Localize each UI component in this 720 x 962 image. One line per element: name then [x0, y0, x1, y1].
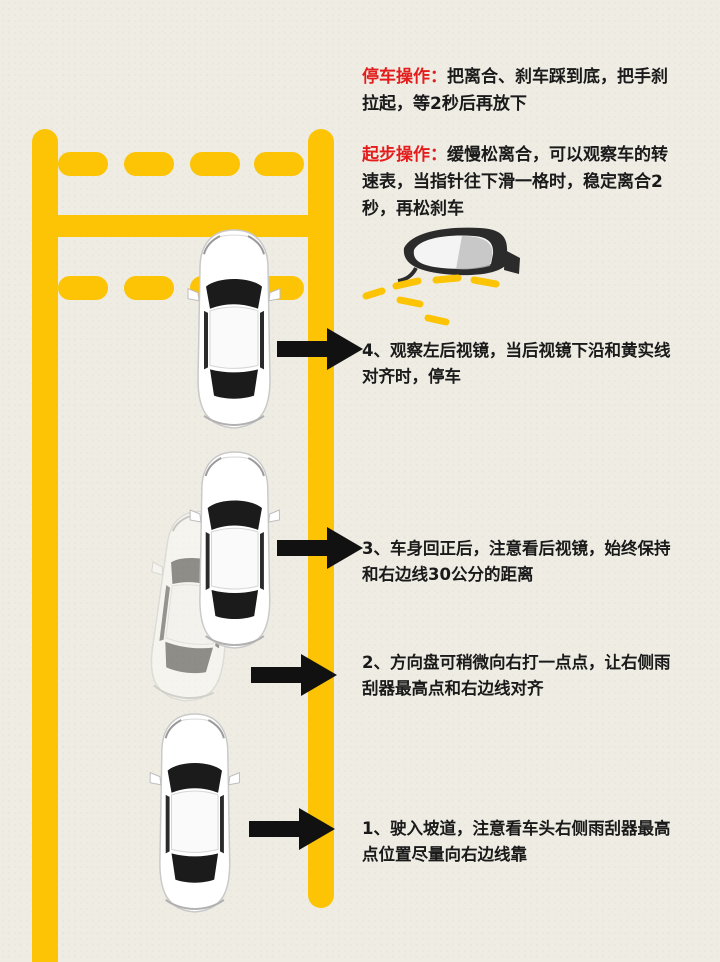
step-3-text: 3、车身回正后，注意看后视镜，始终保持和右边线30公分的距离 [362, 539, 671, 584]
parking-note: 停车操作：把离合、刹车踩到底，把手刹拉起，等2秒后再放下 [362, 64, 682, 118]
parking-note-label: 停车操作： [362, 67, 447, 87]
car-step4 [186, 229, 282, 429]
side-mirror-icon [397, 227, 520, 283]
starting-note-text: 缓慢松离合，可以观察车的转速表，当指针往下滑一格时，稳定离合2秒，再松刹车 [362, 145, 668, 219]
mirror-guide-marks [362, 274, 500, 326]
step-2-text: 2、方向盘可稍微向右打一点点，让右侧雨刮器最高点和右边线对齐 [362, 653, 671, 698]
car-step1 [149, 713, 241, 913]
stop-line [45, 215, 321, 237]
step-4-text: 4、观察左后视镜，当后视镜下沿和黄实线对齐时，停车 [362, 341, 671, 386]
starting-note-label: 起步操作： [362, 145, 447, 165]
starting-note: 起步操作：缓慢松离合，可以观察车的转速表，当指针往下滑一格时，稳定离合2秒，再松… [362, 142, 682, 223]
parking-note-text: 把离合、刹车踩到底，把手刹拉起，等2秒后再放下 [362, 67, 668, 114]
road-lines [32, 129, 334, 962]
car-step3 [189, 451, 281, 649]
dashed-line-top [58, 152, 304, 176]
step-1-text: 1、驶入坡道，注意看车头右侧雨刮器最高点位置尽量向右边线靠 [362, 819, 671, 864]
